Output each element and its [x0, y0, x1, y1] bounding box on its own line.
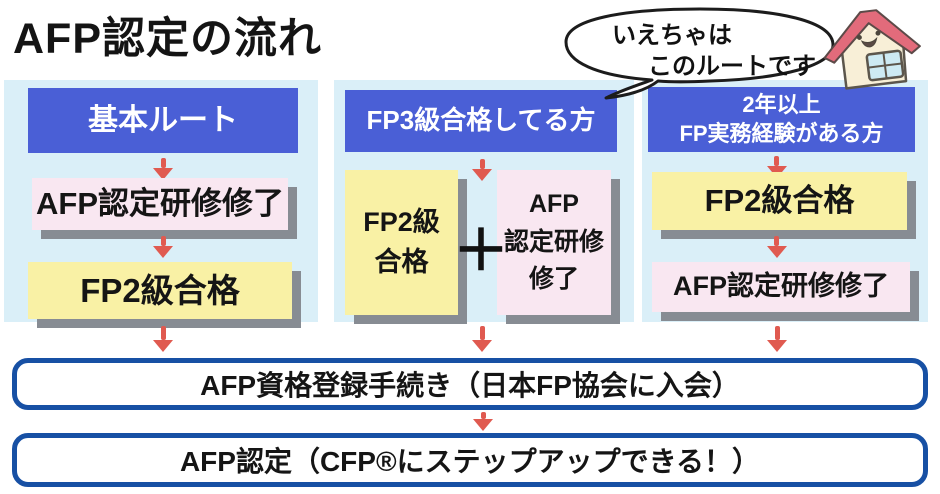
registration-bar: AFP資格登録手続き（日本FP協会に入会） — [12, 358, 928, 410]
step-box: FP2級 合格 — [345, 170, 458, 315]
speech-bubble-outline — [564, 7, 835, 100]
route-column-fp3-passed: FP3級合格してる方 FP2級 合格 ＋ AFP 認定研修 修了 — [334, 80, 634, 322]
column-header-label: 基本ルート — [88, 104, 238, 137]
speech-bubble-text: このルートです — [648, 53, 816, 80]
route-column-basic: 基本ルート AFP認定研修修了 FP2級合格 — [4, 80, 318, 322]
step-label-line: 合格 — [374, 246, 429, 277]
column-header: FP3級合格してる方 — [345, 90, 617, 152]
step-box: FP2級合格 — [652, 172, 907, 230]
step-box: FP2級合格 — [28, 262, 292, 319]
step-label-line: 修了 — [528, 265, 579, 294]
column-header-line: 2年以上 — [742, 91, 821, 117]
step-label: AFP認定研修修了 — [673, 271, 889, 302]
route-column-experience: 2年以上 FP実務経験がある方 FP2級合格 AFP認定研修修了 — [642, 80, 928, 322]
certification-bar-label: AFP認定（CFP®にステップアップできる！） — [179, 446, 761, 477]
step-label: AFP認定研修修了 — [36, 185, 284, 221]
step-box: AFP認定研修修了 — [32, 178, 288, 230]
step-box: AFP認定研修修了 — [652, 262, 910, 312]
page-title: AFP認定の流れ — [13, 15, 322, 63]
down-arrow-icon — [153, 326, 173, 352]
down-arrow-icon — [472, 326, 492, 352]
column-header-line: FP実務経験がある方 — [679, 120, 884, 146]
speech-bubble: いえちゃは このルートです — [552, 2, 852, 100]
column-header-label: FP3級合格してる方 — [366, 105, 596, 136]
step-label-line: AFP — [528, 190, 579, 219]
column-header: 2年以上 FP実務経験がある方 — [648, 87, 915, 152]
down-arrow-icon — [153, 158, 173, 180]
plus-icon: ＋ — [453, 218, 509, 282]
column-header: 基本ルート — [28, 88, 298, 153]
certification-bar: AFP認定（CFP®にステップアップできる！） — [12, 433, 928, 487]
down-arrow-icon — [472, 159, 492, 181]
step-label: AFP 認定研修 修了 — [504, 186, 604, 299]
down-arrow-icon — [767, 326, 787, 352]
house-icon-drawing — [823, 9, 921, 90]
step-label: FP2級合格 — [704, 182, 855, 218]
speech-bubble-text: いえちゃは — [612, 22, 732, 49]
house-icon — [806, 0, 940, 96]
down-arrow-icon — [766, 236, 787, 258]
step-label-line: 認定研修 — [503, 227, 604, 256]
down-arrow-icon — [473, 412, 493, 431]
registration-bar-label: AFP資格登録手続き（日本FP協会に入会） — [200, 370, 740, 401]
down-arrow-icon — [153, 236, 173, 258]
step-label: FP2級合格 — [80, 271, 240, 309]
step-label-line: FP2級 — [363, 207, 440, 238]
step-label: FP2級 合格 — [363, 203, 440, 281]
down-arrow-icon — [766, 156, 787, 178]
step-box: AFP 認定研修 修了 — [497, 170, 611, 315]
